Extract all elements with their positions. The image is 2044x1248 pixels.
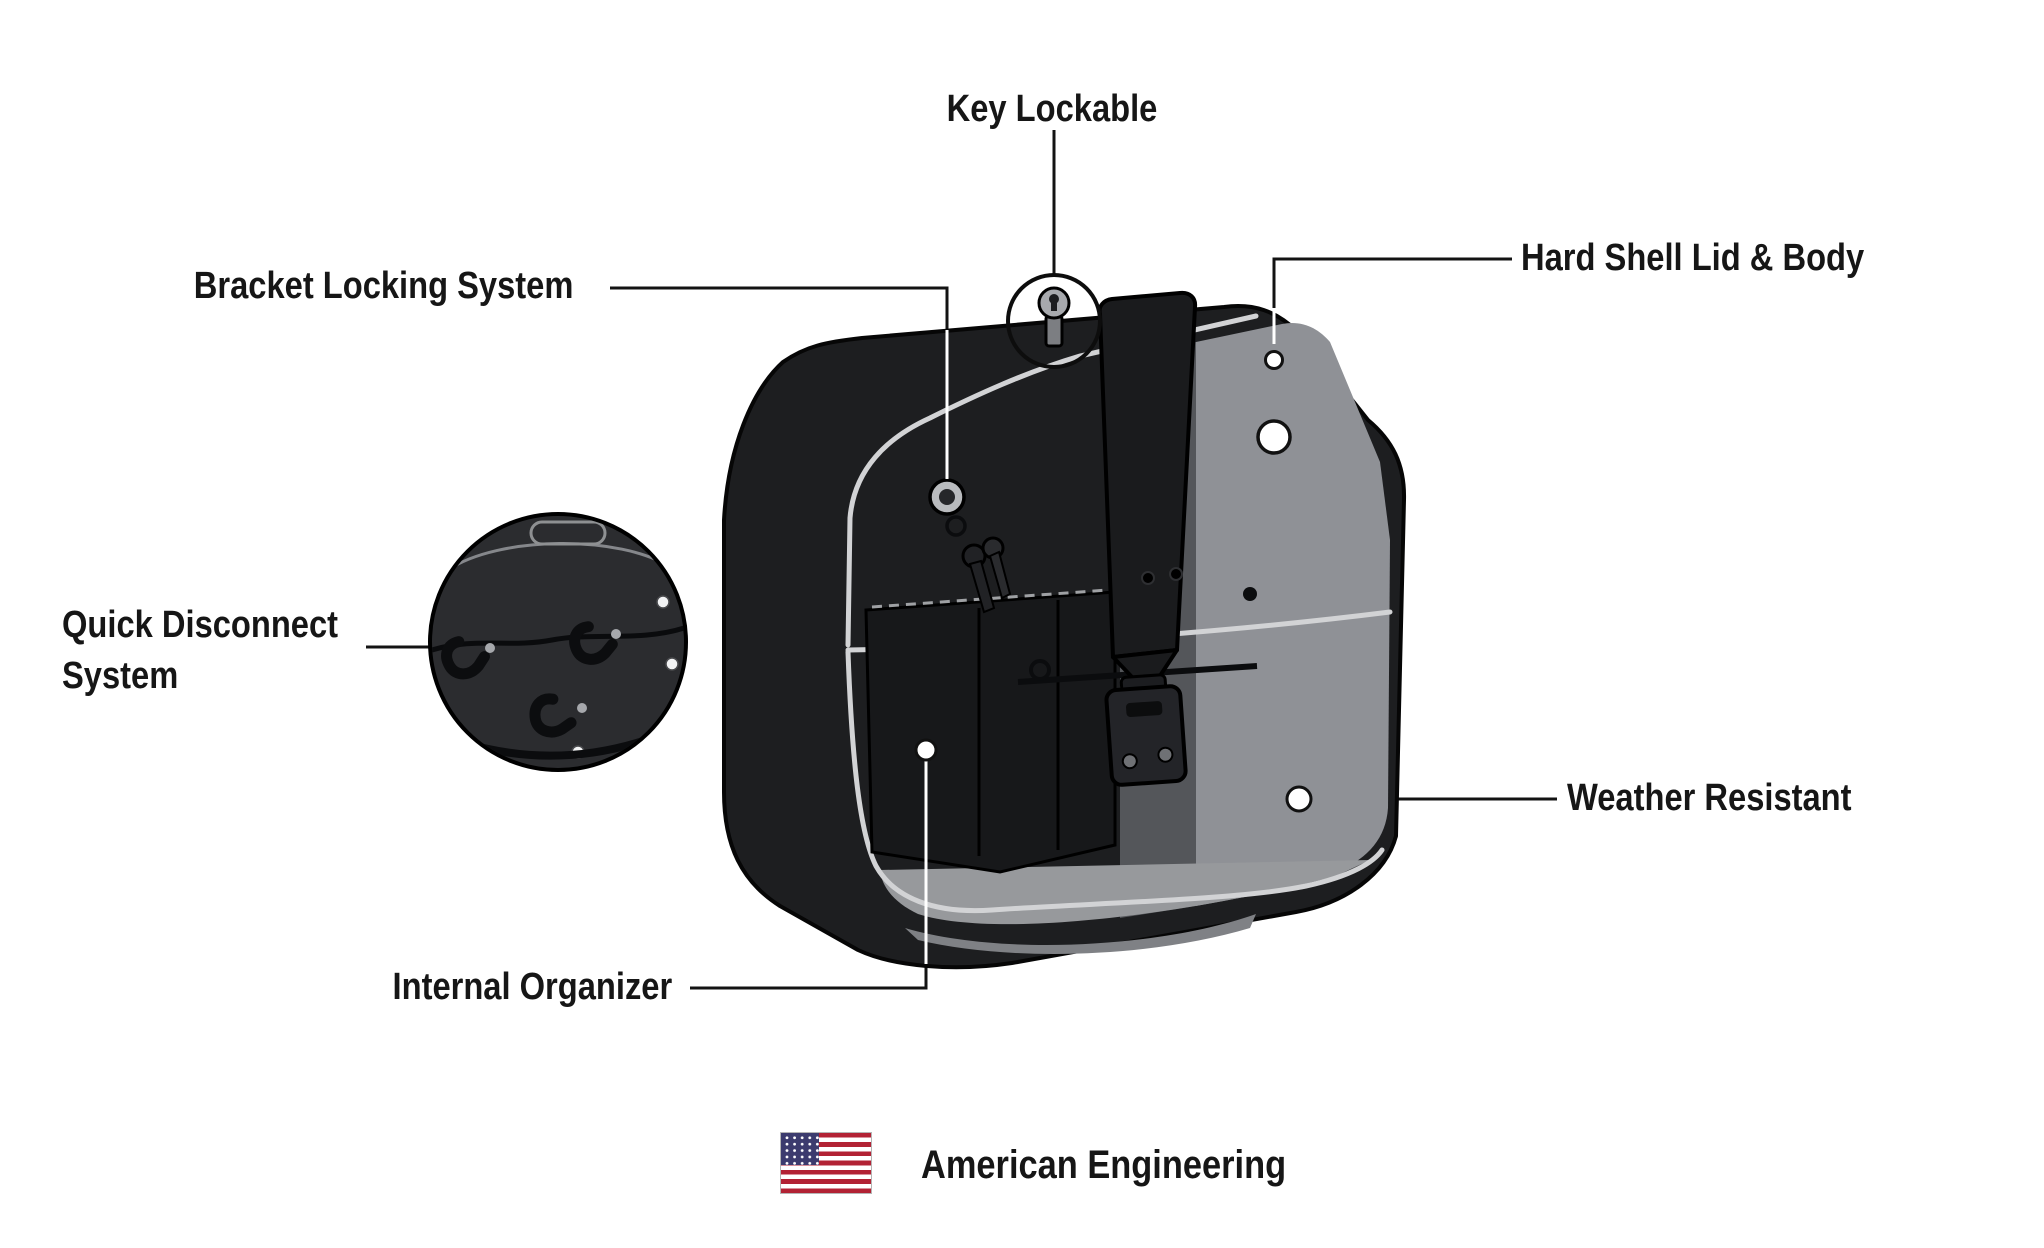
- bag-bottom-lip: [905, 914, 1256, 954]
- weather-resistant-dot: [1285, 785, 1313, 813]
- bracket-lock: [928, 478, 1012, 614]
- bracket-rivet-1: [485, 643, 495, 653]
- mounting-bracket-icon-3: [529, 693, 577, 738]
- buckle-screw-1: [1121, 753, 1138, 770]
- strap: [1097, 290, 1198, 659]
- internal-organizer-pocket: [864, 590, 1117, 874]
- top-key-shaft: [1044, 314, 1064, 348]
- footer-label: American Engineering: [921, 1143, 1287, 1187]
- bracket-locking-line: [610, 286, 949, 332]
- callout-lines-over-bag: [924, 308, 1276, 964]
- hard-shell-seam-dot: [1264, 350, 1284, 370]
- mounting-bracket-icon-2: [569, 621, 618, 665]
- callout-label-weather-resistant: Weather Resistant: [1567, 777, 1852, 819]
- back-screw-1: [656, 595, 670, 609]
- panel-rivet: [1243, 587, 1257, 601]
- bracket-rivet-2: [611, 629, 621, 639]
- inset-circle: [428, 512, 688, 772]
- handle-outline-icon: [529, 520, 607, 546]
- buckle-screw-2: [1157, 746, 1174, 763]
- buckle: [1104, 673, 1188, 787]
- callout-label-internal-organizer: Internal Organizer: [392, 966, 672, 1008]
- callout-label-key-lockable: Key Lockable: [946, 88, 1158, 130]
- internal-organizer-dot: [914, 738, 938, 762]
- callout-label-bracket-locking-system: Bracket Locking System: [193, 265, 573, 307]
- top-key-hole-slot: [1051, 300, 1057, 311]
- hard-shell-line: [1272, 257, 1512, 310]
- organizer-stitch-line: [871, 588, 1109, 609]
- callout-label-hard-shell-lid-body: Hard Shell Lid & Body: [1521, 237, 1865, 279]
- mount-cable: [432, 625, 684, 653]
- quick-disconnect-inset: [428, 512, 688, 772]
- key-ring: [945, 515, 967, 537]
- saddlebag-illustration: [722, 286, 1407, 970]
- back-screw-2: [665, 657, 679, 671]
- mounting-bracket-icon-1: [441, 636, 490, 680]
- us-flag-canton: [781, 1133, 819, 1166]
- us-flag-icon: [780, 1132, 872, 1194]
- lock-keyhole: [939, 489, 955, 505]
- strap-rivet-1: [1141, 571, 1155, 585]
- buckle-plate: [1104, 684, 1188, 787]
- internal-organizer-line: [690, 964, 928, 990]
- strap-rivet-2: [1169, 567, 1183, 581]
- key-lockable-ring: [1006, 273, 1102, 369]
- carabiner-clip-icon: [1029, 659, 1051, 681]
- top-key: [1037, 286, 1071, 348]
- hanging-key-2-blade: [988, 550, 1012, 600]
- callout-label-quick-disconnect-system: Quick Disconnect System: [62, 604, 339, 698]
- bag-interior-panel: [1196, 322, 1390, 906]
- buckle-slot: [1126, 701, 1163, 718]
- hard-shell-point-circle: [1256, 419, 1292, 455]
- lid-piping-top: [845, 313, 1259, 648]
- hanging-key-1-blade: [968, 559, 996, 614]
- inset-contents: [432, 520, 684, 760]
- bracket-rivet-3: [577, 703, 587, 713]
- lid-piping-bottom: [845, 649, 1385, 914]
